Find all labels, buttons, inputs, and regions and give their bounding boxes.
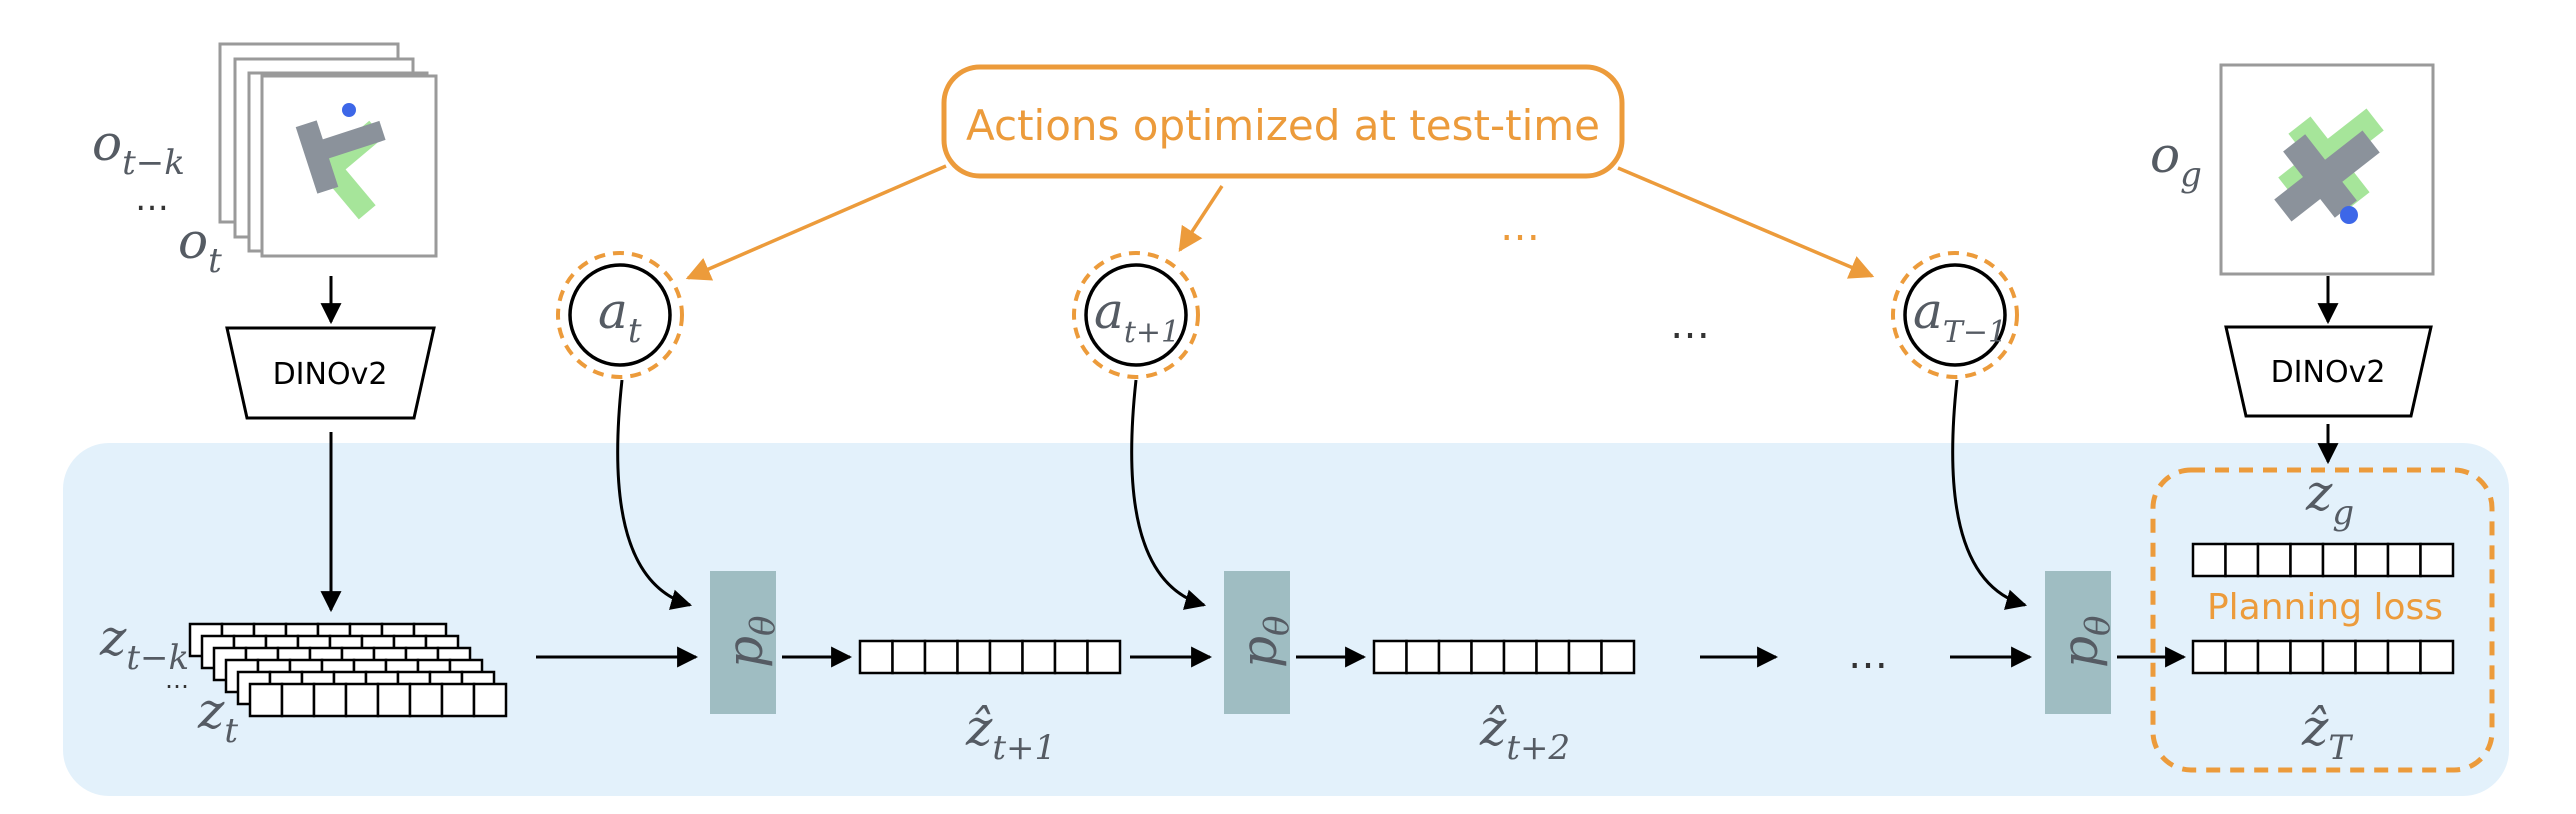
latent-token: [956, 639, 992, 675]
latent-token: [2289, 542, 2325, 578]
latent-token: [312, 682, 348, 718]
latent-label-zg: zg: [2305, 464, 2354, 533]
latent-token-stack: [188, 622, 508, 718]
actions-callout-text: Actions optimized at test-time: [966, 101, 1600, 150]
latent-token: [2256, 542, 2292, 578]
obs-stack-dots: …: [135, 179, 169, 219]
pusht-scene-current: [295, 103, 386, 220]
latent-token: [2419, 542, 2455, 578]
action-ellipsis: …: [1670, 302, 1710, 348]
latent-token: [248, 682, 284, 718]
latent-token: [2354, 639, 2390, 675]
predictor-3: pθ: [2045, 571, 2118, 714]
action-to-predictor-arrow-1: [616, 379, 693, 610]
rollout-ellipsis: …: [1848, 632, 1888, 678]
latent-token: [2419, 639, 2455, 675]
latent-token: [280, 682, 316, 718]
latent-token: [2386, 639, 2422, 675]
action-to-predictor-arrow-3: [1951, 379, 2028, 610]
latent-row-zg: [2191, 542, 2455, 578]
callout-arrow-a-T1: [1617, 166, 1875, 279]
latent-row-zhat-t1: [858, 639, 1122, 675]
latent-label-zhat-t2: ẑt+2: [1479, 699, 1570, 768]
svg-text:pθ: pθ: [1230, 616, 1297, 669]
latent-token: [1086, 639, 1122, 675]
observation-stack: [218, 42, 438, 258]
latent-token: [376, 682, 412, 718]
latent-row-zhat-T: [2191, 639, 2455, 675]
latent-token: [2256, 639, 2292, 675]
latent-token: [1470, 639, 1506, 675]
latent-label-t-minus-k: zt−k: [99, 609, 189, 678]
encoder-right-label: DINOv2: [2271, 355, 2386, 390]
action-node-a-t[interactable]: at: [556, 251, 684, 379]
latent-token: [988, 639, 1024, 675]
latent-token: [2354, 542, 2390, 578]
latent-token: [2386, 542, 2422, 578]
latent-token: [1567, 639, 1603, 675]
latent-token: [891, 639, 927, 675]
action-to-predictor-arrow-2: [1130, 379, 1207, 610]
planning-loss-label: Planning loss: [2207, 587, 2443, 628]
latent-token: [2224, 639, 2260, 675]
predictor-1: pθ: [710, 571, 783, 714]
latent-token: [1437, 639, 1473, 675]
latent-label-t: zt: [197, 682, 238, 751]
latent-token: [2191, 639, 2227, 675]
encoder-left: DINOv2: [225, 326, 436, 420]
latent-token: [408, 682, 444, 718]
latent-stack-dots: …: [165, 666, 189, 694]
predictor-2: pθ: [1224, 571, 1297, 714]
action-node-a-T1[interactable]: aT−1: [1891, 251, 2019, 379]
latent-token: [858, 639, 894, 675]
planning-loss-box: [2150, 467, 2495, 773]
actions-callout-box: [941, 64, 1625, 179]
svg-text:pθ: pθ: [2051, 616, 2118, 669]
latent-token: [1021, 639, 1057, 675]
encoder-left-label: DINOv2: [273, 357, 388, 392]
latent-row-zhat-t2: [1372, 639, 1636, 675]
obs-label-t-minus-k: ot−k: [92, 114, 185, 183]
latent-token: [2321, 639, 2357, 675]
action-label-a-t1: at+1: [1094, 282, 1180, 350]
latent-token: [1372, 639, 1408, 675]
callout-ellipsis: …: [1500, 204, 1540, 250]
latent-token: [2224, 542, 2260, 578]
latent-token: [344, 682, 380, 718]
callout-arrow-a-t1: [1178, 185, 1224, 253]
goal-obs-label: og: [2150, 126, 2202, 195]
svg-text:pθ: pθ: [716, 616, 783, 669]
latent-token: [2321, 542, 2357, 578]
latent-token: [2289, 639, 2325, 675]
goal-observation: [2219, 63, 2435, 276]
latent-token: [1535, 639, 1571, 675]
latent-token: [1053, 639, 1089, 675]
latent-token: [1600, 639, 1636, 675]
action-label-a-t: at: [598, 282, 642, 351]
stacked-latent-row: [248, 682, 508, 718]
latent-token: [1405, 639, 1441, 675]
latent-token: [440, 682, 476, 718]
latent-token: [2191, 542, 2227, 578]
latent-label-zhat-T: ẑT: [2301, 699, 2353, 768]
obs-label-t: ot: [178, 212, 222, 281]
latent-token: [1502, 639, 1538, 675]
latent-label-zhat-t1: ẑt+1: [965, 699, 1056, 768]
latent-token: [472, 682, 508, 718]
callout-arrow-a-t: [685, 164, 947, 281]
action-node-a-t1[interactable]: at+1: [1072, 251, 1200, 379]
action-label-a-T1: aT−1: [1913, 282, 2007, 350]
encoder-right: DINOv2: [2224, 325, 2433, 418]
latent-token: [923, 639, 959, 675]
